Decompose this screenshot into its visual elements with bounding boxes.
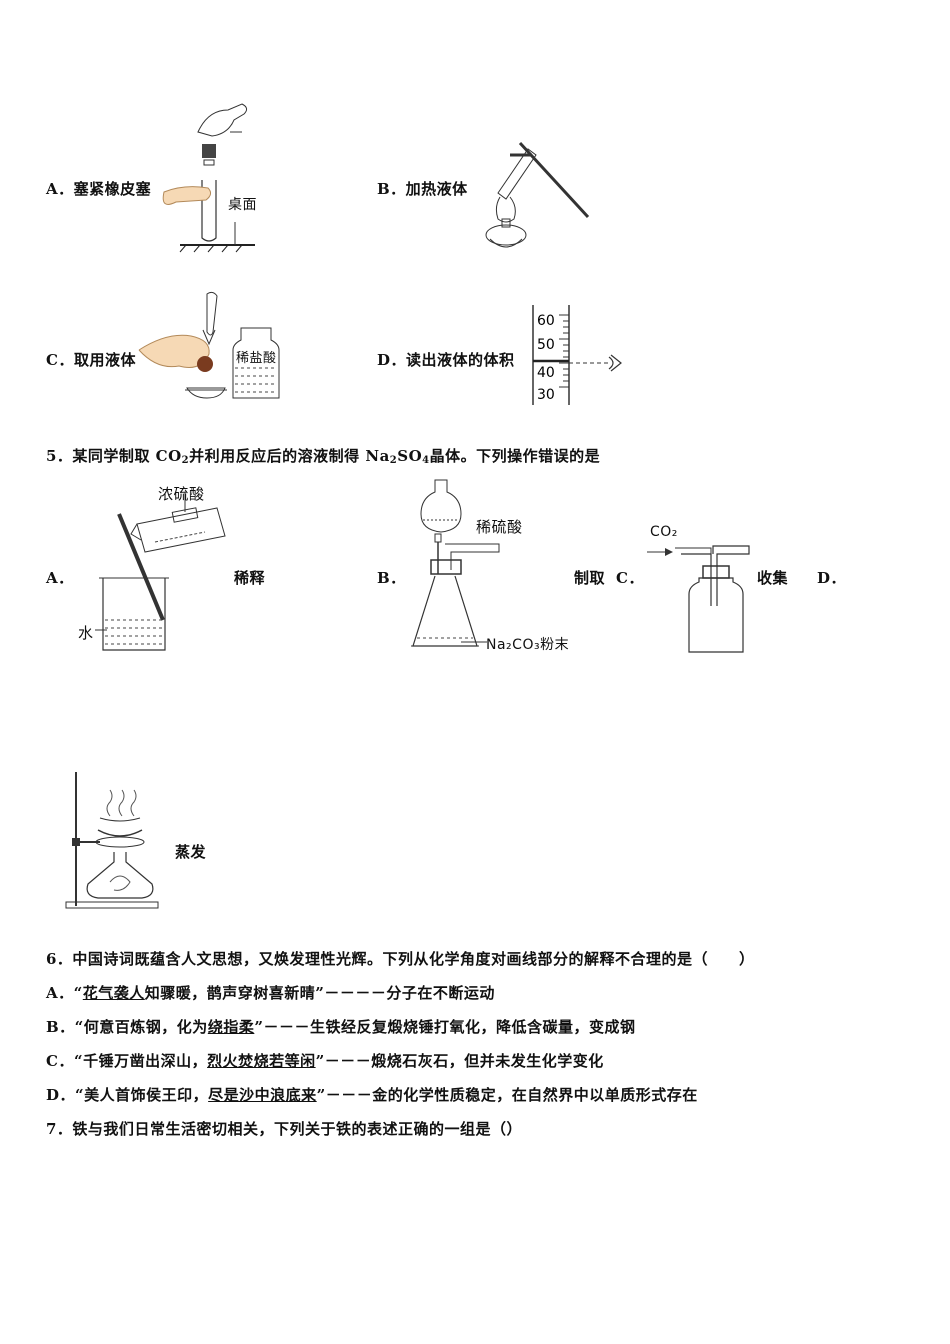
- q5-caption-d: 蒸发: [175, 843, 207, 861]
- q5-a-figure-dilute: [95, 492, 226, 651]
- q4-c-figure-dropper: [138, 291, 280, 399]
- q5-caption-a: 稀释: [234, 569, 266, 587]
- q6-stem: 6．中国诗词既蕴含人文思想，又焕发理性光辉。下列从化学角度对画线部分的解释不合理…: [46, 950, 755, 968]
- q6-b-underlined: 绕指柔: [207, 1018, 255, 1036]
- q5-letter-b: B．: [377, 569, 406, 587]
- q6-a-rest: 知骤暖，鹊声穿树喜新晴”－－－－分子在不断运动: [144, 984, 495, 1002]
- q6-d-prefix: D．“美人首饰侯王印，: [46, 1086, 209, 1104]
- q6-option-b: B．“何意百炼钢，化为绕指柔”－－－生铁经反复煅烧锤打氧化，降低含碳量，变成钢: [46, 1016, 635, 1037]
- q6-option-a: A．“花气袭人知骤暖，鹊声穿树喜新晴”－－－－分子在不断运动: [46, 982, 495, 1003]
- q5-b-label-acid: 稀硫酸: [476, 518, 523, 536]
- q4-option-b: B．加热液体: [377, 180, 468, 198]
- q5-c-label-gas: CO₂: [650, 524, 678, 540]
- q5-a-label-water: 水: [78, 624, 94, 642]
- q6-b-prefix: B．“何意百炼钢，化为: [46, 1018, 208, 1036]
- q5-c-figure-collect: [647, 545, 750, 653]
- q5-stem: 5．某同学制取 CO2并利用反应后的溶液制得 Na2SO4晶体。下列操作错误的是: [46, 445, 600, 466]
- q5-caption-c: 收集: [757, 569, 789, 587]
- q5-stem-part1: 5．某同学制取 CO: [46, 447, 182, 465]
- q6-d-rest: ”－－－金的化学性质稳定，在自然界中以单质形式存在: [316, 1086, 698, 1104]
- q6-option-d: D．“美人首饰侯王印，尽是沙中浪底来”－－－金的化学性质稳定，在自然界中以单质形…: [46, 1084, 698, 1105]
- q4-d-tick-40: 40: [537, 365, 555, 381]
- q4-b-figure-heating: [485, 141, 590, 248]
- q4-option-c: C．取用液体: [46, 351, 136, 369]
- q4-option-d: D．读出液体的体积: [377, 351, 515, 369]
- q6-c-prefix: C．“千锤万凿出深山，: [46, 1052, 208, 1070]
- q6-b-rest: ”－－－生铁经反复煅烧锤打氧化，降低含碳量，变成钢: [254, 1018, 636, 1036]
- q6-a-prefix: A．“: [46, 984, 83, 1002]
- q4-a-figure-stopper: [162, 103, 255, 253]
- q5-b-figure-generator: [411, 479, 500, 647]
- q5-letter-a: A．: [46, 569, 74, 587]
- q5-stem-sub2: 2: [389, 455, 398, 466]
- q4-option-a: A．塞紧橡皮塞: [46, 180, 152, 198]
- q5-a-label-acid: 浓硫酸: [158, 485, 205, 503]
- q4-d-tick-30: 30: [537, 387, 555, 403]
- q5-stem-sub3: 4: [422, 455, 430, 466]
- q4-d-tick-50: 50: [537, 337, 555, 353]
- q6-option-c: C．“千锤万凿出深山，烈火焚烧若等闲”－－－煅烧石灰石，但并未发生化学变化: [46, 1050, 604, 1071]
- q6-d-underlined: 尽是沙中浪底来: [208, 1086, 317, 1104]
- q5-letter-c: C．: [616, 569, 644, 587]
- q4-a-label-desk: 桌面: [228, 197, 257, 213]
- q4-d-figure-cylinder: 60 50 40 30: [532, 305, 622, 405]
- q5-stem-part4: 晶体。下列操作错误的是: [429, 447, 601, 465]
- q4-c-label-acid: 稀盐酸: [236, 351, 277, 366]
- q6-a-underlined: 花气袭人: [82, 984, 145, 1002]
- q5-stem-sub1: 2: [181, 455, 190, 466]
- q5-stem-part2: 并利用反应后的溶液制得 Na: [189, 447, 390, 465]
- q5-caption-b: 制取: [574, 569, 606, 587]
- q4-d-tick-60: 60: [537, 313, 555, 329]
- q5-d-figure-evaporate: [65, 772, 159, 909]
- q7-stem: 7．铁与我们日常生活密切相关，下列关于铁的表述正确的一组是（）: [46, 1120, 522, 1138]
- q5-stem-part3: SO: [397, 447, 423, 465]
- q5-b-label-powder: Na₂CO₃粉末: [486, 637, 570, 653]
- q6-c-rest: ”－－－煅烧石灰石，但并未发生化学变化: [315, 1052, 604, 1070]
- q5-letter-d: D．: [817, 569, 847, 587]
- q6-c-underlined: 烈火焚烧若等闲: [207, 1052, 316, 1070]
